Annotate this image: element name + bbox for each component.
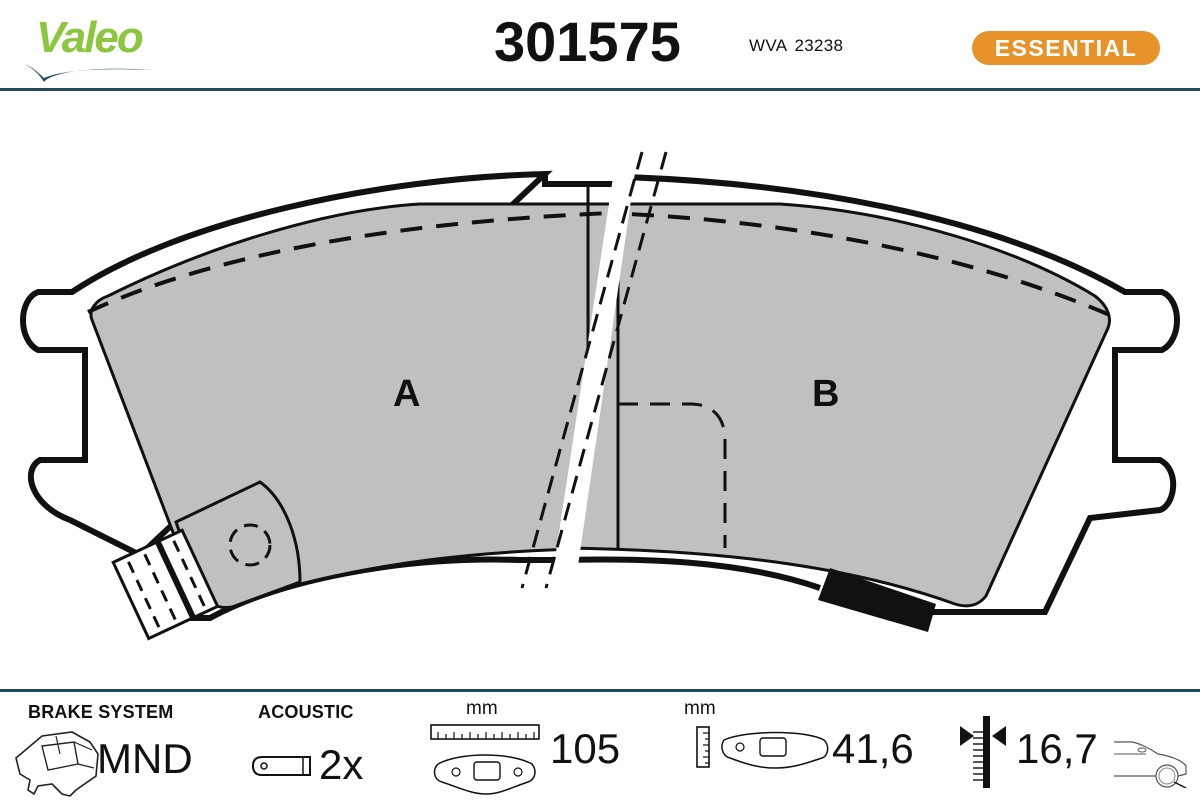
height-value: 41,6 xyxy=(832,725,914,772)
essential-badge: ESSENTIAL xyxy=(972,31,1160,65)
car-front-axle-icon xyxy=(1114,741,1187,788)
pad-section-a-label: A xyxy=(393,373,421,415)
header: Valeo 301575 WVA 23238 ESSENTIAL xyxy=(0,0,1200,92)
pad-height-ruler-icon xyxy=(696,726,829,769)
pad-section-b-label: B xyxy=(812,373,840,415)
header-divider xyxy=(0,88,1200,91)
pad-width-ruler-icon xyxy=(430,724,540,795)
brake-pad-outline-icon xyxy=(20,151,1180,641)
width-unit: mm xyxy=(466,698,498,719)
brake-pad-drawing: A B xyxy=(0,92,1200,688)
brake-system-label: BRAKE SYSTEM xyxy=(28,702,174,722)
wva-number: WVA 23238 xyxy=(749,36,843,56)
wva-label: WVA xyxy=(749,36,787,55)
wva-value: 23238 xyxy=(794,36,844,55)
acoustic-value: 2x xyxy=(319,741,364,788)
footer-divider xyxy=(0,689,1200,692)
width-value: 105 xyxy=(550,725,621,772)
part-number: 301575 xyxy=(494,10,681,73)
thickness-gauge-icon xyxy=(960,716,1006,788)
spec-footer: BRAKE SYSTEM MND ACOUSTIC 2x mm 105 mm xyxy=(0,692,1200,800)
thickness-value: 16,7 xyxy=(1016,725,1098,772)
height-unit: mm xyxy=(684,698,716,719)
brake-system-value: MND xyxy=(97,735,193,782)
wear-indicator-clip-icon xyxy=(252,756,311,776)
brake-caliper-icon xyxy=(15,731,99,797)
logo-swoosh-icon xyxy=(24,64,154,82)
brand-name: Valeo xyxy=(36,13,144,62)
valeo-logo: Valeo xyxy=(22,12,162,82)
acoustic-label: ACOUSTIC xyxy=(258,702,354,722)
